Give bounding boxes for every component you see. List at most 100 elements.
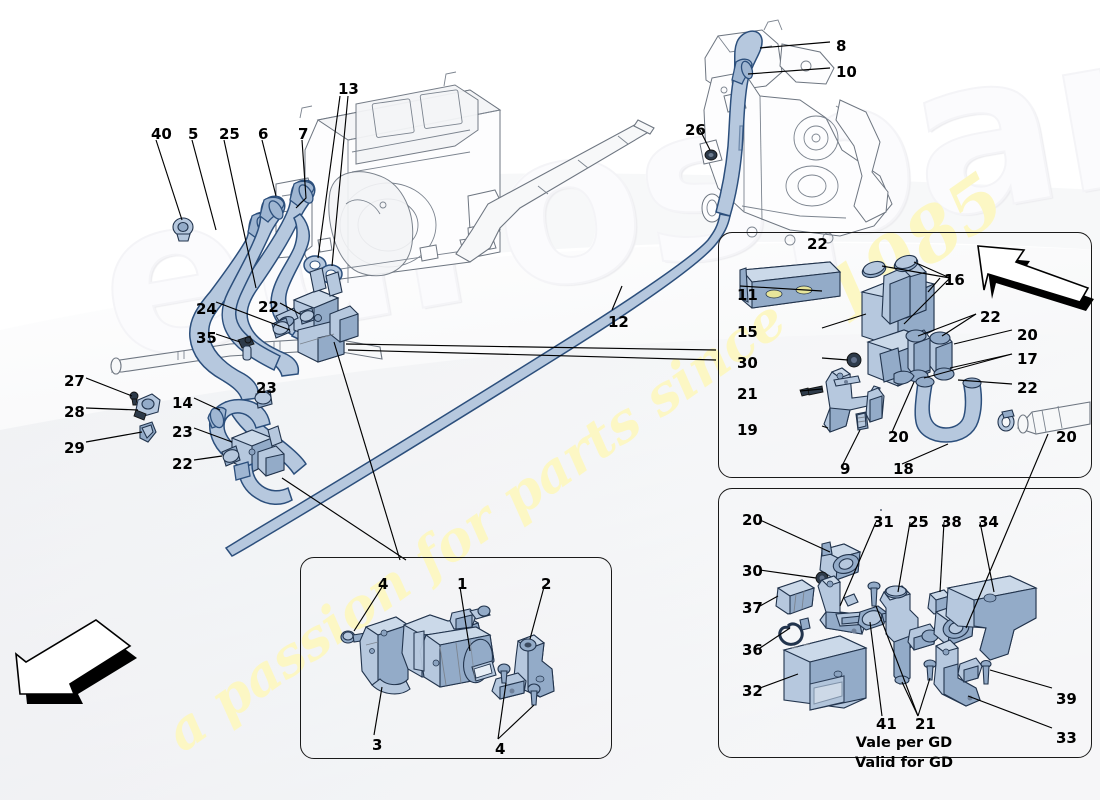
callout-21: 21: [915, 715, 936, 733]
callout-25: 25: [219, 125, 240, 143]
gd-note-english: Valid for GD: [855, 755, 953, 771]
callout-39: 39: [1056, 690, 1077, 708]
inset-water-valve-assembly: [718, 232, 1092, 478]
clamp-22-upper: [299, 307, 315, 325]
callout-15: 15: [737, 323, 758, 341]
part-33-bracket: [933, 639, 983, 707]
part-20-clamp-top: [819, 541, 862, 581]
callout-22: 22: [980, 308, 1001, 326]
callout-23: 23: [172, 423, 193, 441]
callout-20: 20: [742, 511, 763, 529]
chassis-pipe-lineart: [455, 119, 655, 263]
callout-9: 9: [840, 460, 851, 478]
callout-36: 36: [742, 641, 763, 659]
inset-upper-leader-lines: [739, 261, 1013, 467]
part-21-bolt-a: [867, 581, 881, 607]
inset-bottom-center-art: [340, 586, 555, 740]
callout-3: 3: [372, 736, 383, 754]
part-1-water-pump: [401, 605, 497, 688]
hose-14-assembly: [207, 398, 293, 505]
part-35-sensor: [237, 335, 255, 361]
callout-4: 4: [495, 740, 506, 758]
inset-lower-right-art: [759, 433, 1053, 729]
inset-upper-right-art: [739, 254, 1091, 511]
callout-10: 10: [836, 63, 857, 81]
callout-30: 30: [742, 562, 763, 580]
part-3-cradle: [359, 616, 411, 695]
callout-14: 14: [172, 394, 193, 412]
part-30-nut: [846, 352, 862, 368]
part-32-cover-box: [782, 635, 868, 711]
callout-11: 11: [737, 286, 758, 304]
callout-20: 20: [1017, 326, 1038, 344]
callout-34: 34: [978, 513, 999, 531]
grey-pipe-right: [1017, 401, 1091, 435]
callout-16: 16: [944, 271, 965, 289]
gd-note-italian: Vale per GD: [855, 735, 953, 751]
callout-40: 40: [151, 125, 172, 143]
part-37-sleeve: [775, 579, 816, 615]
clamp-22-right: [880, 409, 1015, 511]
callout-1: 1: [457, 575, 468, 593]
part-31-bracket: [817, 575, 869, 635]
callout-13: 13: [338, 80, 359, 98]
part-25-pipe: [879, 585, 939, 685]
callout-4: 4: [378, 575, 389, 593]
callout-30: 30: [737, 354, 758, 372]
inset-bottom-leader-lines: [353, 586, 545, 740]
callout-37: 37: [742, 599, 763, 617]
inset-water-pump: [300, 557, 612, 759]
hose-12-long-pipe: [224, 213, 731, 557]
part-29-clip: [139, 421, 157, 443]
callout-35: 35: [196, 329, 217, 347]
callout-21: 21: [737, 385, 758, 403]
part-11-bracket: [739, 261, 842, 309]
part-21-bolt-b: [923, 659, 937, 681]
part-28-bracket: [133, 393, 161, 421]
callout-26: 26: [685, 121, 706, 139]
callout-29: 29: [64, 439, 85, 457]
callout-17: 17: [1017, 350, 1038, 368]
part-15-16-valve-block: [860, 254, 955, 387]
heater-valve-assembly: [275, 267, 359, 363]
callout-22: 22: [1017, 379, 1038, 397]
callout-25: 25: [908, 513, 929, 531]
callout-22: 22: [258, 298, 279, 316]
callout-31: 31: [873, 513, 894, 531]
callout-2: 2: [541, 575, 552, 593]
callout-5: 5: [188, 125, 199, 143]
part-27-bolt: [129, 391, 139, 406]
callout-20: 20: [888, 428, 909, 446]
callout-12: 12: [608, 313, 629, 331]
part-34-bracket: [945, 575, 1038, 661]
leader-lines-main: [85, 41, 831, 561]
callout-33: 33: [1056, 729, 1077, 747]
callout-24: 24: [196, 300, 217, 318]
callout-18: 18: [893, 460, 914, 478]
direction-arrow-main: [15, 619, 137, 704]
callout-7: 7: [298, 125, 309, 143]
callout-23: 23: [256, 379, 277, 397]
inset-gd-variant: [718, 488, 1092, 758]
part-4-bolt-pair: [497, 663, 541, 706]
callout-27: 27: [64, 372, 85, 390]
callout-19: 19: [737, 421, 758, 439]
callout-8: 8: [836, 37, 847, 55]
part-36-clip: [778, 617, 811, 646]
direction-arrow-inset: [977, 245, 1094, 311]
callout-6: 6: [258, 125, 269, 143]
hvac-unit-lineart: [275, 71, 502, 283]
part-19-bracket: [823, 367, 885, 433]
part-9-spacer: [855, 411, 869, 431]
callout-20: 20: [1056, 428, 1077, 446]
inset-lower-leader-lines: [759, 433, 1053, 729]
callout-28: 28: [64, 403, 85, 421]
callout-32: 32: [742, 682, 763, 700]
part-21-bolt: [799, 385, 824, 397]
part-26-grommet: [704, 149, 718, 161]
callout-22: 22: [172, 455, 193, 473]
heater-hoses-left: [189, 179, 332, 476]
part-40-plug: [172, 217, 194, 242]
